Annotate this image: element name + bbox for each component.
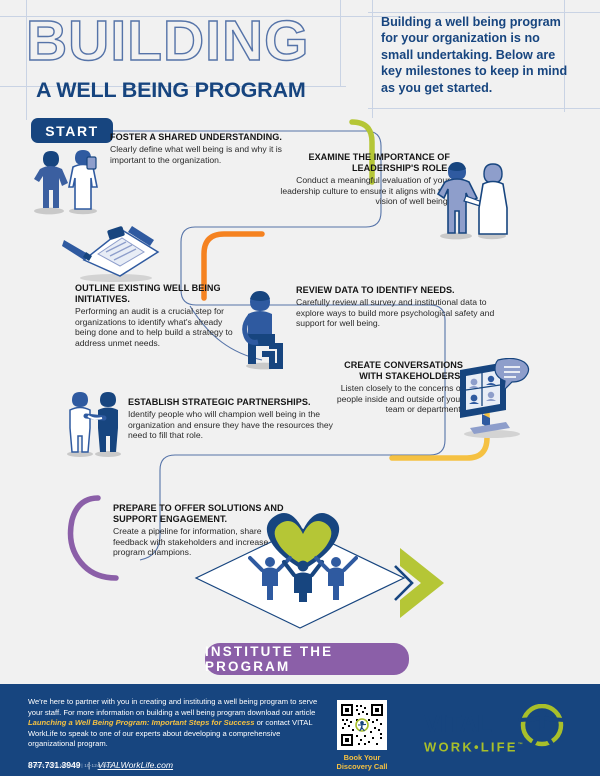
footer-paragraph: We're here to partner with you in creati… xyxy=(28,697,328,750)
logo-person-mark-icon xyxy=(518,704,566,748)
step-block-establish-strategic-partnerships: ESTABLISH STRATEGIC PARTNERSHIPS. Identi… xyxy=(128,397,338,441)
step-body: Listen closely to the concerns of people… xyxy=(336,383,463,415)
footer-paragraph-part-1: We're here to partner with you in creati… xyxy=(28,697,318,717)
illustration-clipboard-checklist xyxy=(62,226,160,282)
step-heading: ESTABLISH STRATEGIC PARTNERSHIPS. xyxy=(128,397,311,407)
footer-phone[interactable]: 877.731.3949 xyxy=(28,759,81,770)
start-badge: START xyxy=(31,118,113,143)
logo-tagline: WORK•LIFE xyxy=(424,739,518,755)
step-block-examine-the-importance-of-leaderships-role: EXAMINE THE IMPORTANCE OF LEADERSHIP'S R… xyxy=(272,152,450,207)
illustration-handshake-partners xyxy=(67,392,121,457)
logo-brand-text: VITAL xyxy=(424,710,492,738)
page-subtitle: A WELL BEING PROGRAM xyxy=(36,78,306,102)
footer-contact-line: 877.731.3949 | VITALWorkLife.com xyxy=(28,760,328,770)
grid-line-vertical xyxy=(26,0,27,120)
step-body: Clearly define what well being is and wh… xyxy=(110,144,282,165)
step-heading: REVIEW DATA TO IDENTIFY NEEDS. xyxy=(296,285,455,295)
illustration-seated-person xyxy=(242,291,283,370)
page-header: BUILDING A WELL BEING PROGRAM Building a… xyxy=(0,0,600,112)
step-body: Conduct a meaningful evaluation of your … xyxy=(280,175,450,207)
step-block-create-conversations-with-stakeholders: CREATE CONVERSATIONS WITH STAKEHOLDERS. … xyxy=(333,360,463,415)
step-body: Performing an audit is a crucial step fo… xyxy=(75,306,233,348)
step-body: Create a pipeline for information, share… xyxy=(113,526,269,558)
illustration-team-holding-heart xyxy=(248,513,358,602)
grid-line-horizontal xyxy=(368,108,600,109)
footer-article-title[interactable]: Launching a Well Being Program: Importan… xyxy=(28,718,255,728)
step-heading: OUTLINE EXISTING WELL BEING INITIATIVES. xyxy=(75,283,221,304)
step-heading: FOSTER A SHARED UNDERSTANDING. xyxy=(110,132,282,142)
step-block-prepare-to-offer-solutions-and-support-engagement: PREPARE TO OFFER SOLUTIONS AND SUPPORT E… xyxy=(113,503,293,558)
grid-line-vertical xyxy=(564,0,565,112)
qr-code-block[interactable]: Book Your Discovery Call xyxy=(334,700,390,771)
illustration-two-people-talking xyxy=(34,150,98,215)
step-body: Carefully review all survey and institut… xyxy=(296,297,495,329)
footer-paragraph-part-2: or contact VITAL WorkLife to speak to on… xyxy=(28,718,313,749)
illustration-leadership-pair xyxy=(436,162,508,240)
intro-paragraph: Building a well being program for your o… xyxy=(381,15,568,95)
grid-line-vertical xyxy=(372,0,373,118)
page-title-outline: BUILDING xyxy=(25,9,310,73)
footer-website-link[interactable]: VITALWorkLife.com xyxy=(97,759,174,770)
brand-logo: VITAL WORK•LIFE™ xyxy=(424,712,525,754)
grid-line-horizontal xyxy=(0,86,346,87)
footer-legal-line: © 2022 VITAL WorkLife | 10-124-0522 xyxy=(28,763,113,768)
footer-separator: | xyxy=(87,759,91,770)
step-block-foster-a-shared-understanding: FOSTER A SHARED UNDERSTANDING. Clearly d… xyxy=(110,132,300,165)
grid-line-horizontal xyxy=(368,12,600,13)
logo-tagline-text: WORK•LIFE™ xyxy=(424,738,525,754)
footer-bar: We're here to partner with you in creati… xyxy=(0,684,600,776)
logo-trademark: ™ xyxy=(517,742,525,748)
illustration-video-call-monitor xyxy=(460,358,530,438)
step-block-outline-existing-well-being-initiatives: OUTLINE EXISTING WELL BEING INITIATIVES.… xyxy=(75,283,245,348)
step-heading: EXAMINE THE IMPORTANCE OF LEADERSHIP'S R… xyxy=(308,152,450,173)
qr-code-caption: Book Your Discovery Call xyxy=(336,753,388,771)
institute-the-program-badge: INSTITUTE THE PROGRAM xyxy=(205,643,409,675)
qr-code-icon xyxy=(339,702,385,748)
footer-text-block: We're here to partner with you in creati… xyxy=(28,697,328,770)
step-body: Identify people who will champion well b… xyxy=(128,409,333,441)
step-heading: CREATE CONVERSATIONS WITH STAKEHOLDERS. xyxy=(344,360,463,381)
grid-line-vertical xyxy=(340,0,341,86)
step-block-review-data-to-identify-needs: REVIEW DATA TO IDENTIFY NEEDS. Carefully… xyxy=(296,285,506,329)
step-heading: PREPARE TO OFFER SOLUTIONS AND SUPPORT E… xyxy=(113,503,284,524)
grid-line-horizontal xyxy=(0,16,400,17)
qr-code-image[interactable] xyxy=(337,700,387,750)
